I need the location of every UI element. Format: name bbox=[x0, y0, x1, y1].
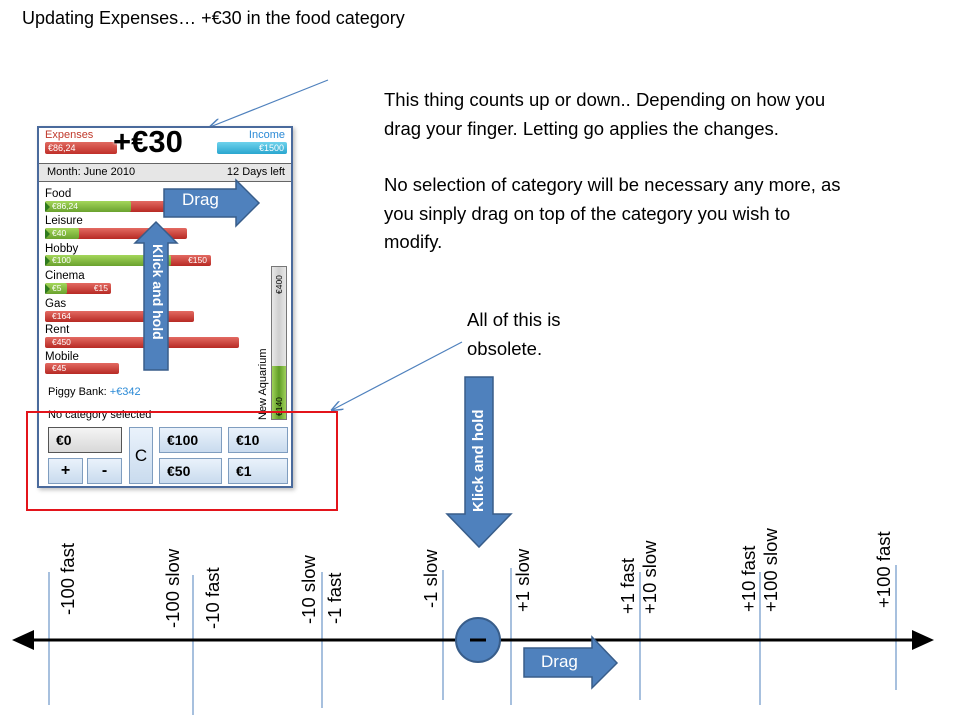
scale-klick-label-box: Klick and hold bbox=[470, 392, 488, 512]
category-bar-cinema[interactable]: €15 bbox=[45, 283, 111, 294]
category-spent-leisure: €40 bbox=[45, 228, 79, 239]
header-divider bbox=[39, 163, 291, 164]
obsolete-note: All of this is obsolete. bbox=[467, 309, 561, 359]
category-spent-label-food: €86,24 bbox=[52, 201, 78, 211]
category-budget-hobby: €150 bbox=[188, 255, 207, 265]
category-name-gas[interactable]: Gas bbox=[45, 298, 67, 310]
goal-gauge-fill bbox=[272, 365, 286, 419]
category-spent-food: €86,24 bbox=[45, 201, 131, 212]
category-bar-mobile[interactable]: €45 bbox=[45, 363, 119, 374]
note-paragraph-1: This thing counts up or down.. Depending… bbox=[384, 89, 826, 139]
category-spent-cinema: €5 bbox=[45, 283, 67, 294]
income-label: Income bbox=[248, 129, 285, 141]
piggy-value: +€342 bbox=[109, 386, 141, 398]
tick-label-plus10-slow: +10 slow bbox=[639, 540, 660, 614]
category-spent-label-rent: €450 bbox=[52, 337, 71, 347]
tick-label-plus100-fast: +100 fast bbox=[873, 531, 894, 608]
tick-label-minus1-fast: -1 fast bbox=[324, 572, 345, 624]
drag-handle-icon bbox=[45, 202, 50, 212]
category-spent-hobby: €100 bbox=[45, 255, 171, 266]
plus-button[interactable]: + bbox=[48, 458, 83, 484]
category-name-hobby[interactable]: Hobby bbox=[45, 243, 79, 255]
income-bar: €1500 bbox=[217, 142, 287, 154]
add-10-button[interactable]: €10 bbox=[228, 427, 288, 453]
category-name-mobile[interactable]: Mobile bbox=[45, 351, 79, 363]
scale-right-arrowhead-icon bbox=[912, 630, 934, 650]
tick-label-minus1-slow: -1 slow bbox=[420, 549, 441, 608]
drag-handle-icon bbox=[45, 256, 50, 266]
tick-label-plus10-fast: +10 fast bbox=[738, 545, 759, 612]
income-value: €1500 bbox=[258, 143, 284, 153]
drag-handle-icon bbox=[45, 284, 50, 294]
expenses-label: Expenses bbox=[45, 129, 94, 141]
category-bar-gas[interactable]: €164 bbox=[45, 311, 194, 322]
category-name-cinema[interactable]: Cinema bbox=[45, 270, 85, 282]
add-1-button[interactable]: €1 bbox=[228, 458, 288, 484]
minus-button[interactable]: - bbox=[87, 458, 122, 484]
scale-drag-label: Drag bbox=[541, 652, 578, 671]
add-50-button[interactable]: €50 bbox=[159, 458, 222, 484]
scale-drag-arrow-icon bbox=[523, 635, 619, 690]
category-bar-leisure[interactable] bbox=[45, 228, 187, 239]
category-spent-label-cinema: €5 bbox=[52, 283, 62, 293]
expenses-bar: €86,24 bbox=[45, 142, 117, 154]
tick-label-minus100-fast: -100 fast bbox=[57, 543, 78, 615]
note-paragraph-2: No selection of category will be necessa… bbox=[384, 174, 841, 252]
tick-label-minus10-fast: -10 fast bbox=[202, 567, 223, 629]
callout-line-counter bbox=[210, 79, 329, 127]
tick-label-plus1-slow: +1 slow bbox=[512, 548, 533, 612]
tick-label-minus100-slow: -100 slow bbox=[162, 548, 183, 628]
drag-arrow-icon bbox=[163, 178, 261, 228]
scale-klick-arrow-icon bbox=[445, 376, 513, 549]
category-spent-label-gas: €164 bbox=[52, 311, 71, 321]
days-left: 12 Days left bbox=[226, 166, 285, 178]
category-spent-label-hobby: €100 bbox=[52, 255, 71, 265]
category-name-food[interactable]: Food bbox=[45, 188, 72, 200]
category-bar-rent[interactable]: €450 bbox=[45, 337, 239, 348]
tick-label-minus10-slow: -10 slow bbox=[298, 555, 319, 624]
tick-label-plus100-slow: +100 slow bbox=[760, 528, 781, 612]
goal-gauge bbox=[271, 266, 287, 420]
expenses-value: €86,24 bbox=[48, 143, 76, 153]
piggy-bank: Piggy Bank: +€342 bbox=[48, 386, 141, 398]
clear-button[interactable]: C bbox=[129, 427, 153, 484]
counter-display: +€30 bbox=[113, 124, 183, 159]
main-note: This thing counts up or down.. Depending… bbox=[384, 86, 844, 285]
add-100-button[interactable]: €100 bbox=[159, 427, 222, 453]
klick-arrow-icon bbox=[133, 220, 179, 371]
drag-handle-icon bbox=[45, 229, 50, 239]
category-spent-label-mobile: €45 bbox=[52, 363, 67, 373]
drag-label: Drag bbox=[182, 190, 219, 209]
category-name-rent[interactable]: Rent bbox=[45, 324, 70, 336]
obsolete-highlight-box bbox=[26, 411, 338, 511]
category-name-leisure[interactable]: Leisure bbox=[45, 215, 83, 227]
scale-left-arrowhead-icon bbox=[12, 630, 34, 650]
piggy-label: Piggy Bank: bbox=[48, 386, 107, 398]
category-spent-label-leisure: €40 bbox=[52, 228, 67, 238]
month-row: Month: June 2010 12 Days left bbox=[39, 164, 291, 182]
month-label: Month: June 2010 bbox=[47, 166, 136, 178]
scale-klick-label: Klick and hold bbox=[470, 409, 487, 512]
tick-label-plus1-fast: +1 fast bbox=[617, 557, 638, 614]
category-budget-cinema: €15 bbox=[93, 283, 108, 293]
value-display: €0 bbox=[48, 427, 122, 453]
slide-title: Updating Expenses… +€30 in the food cate… bbox=[22, 8, 405, 28]
phone-mockup: Expenses Income €86,24 €1500 +€30 Month:… bbox=[37, 124, 293, 488]
callout-line-obsolete bbox=[332, 341, 463, 410]
